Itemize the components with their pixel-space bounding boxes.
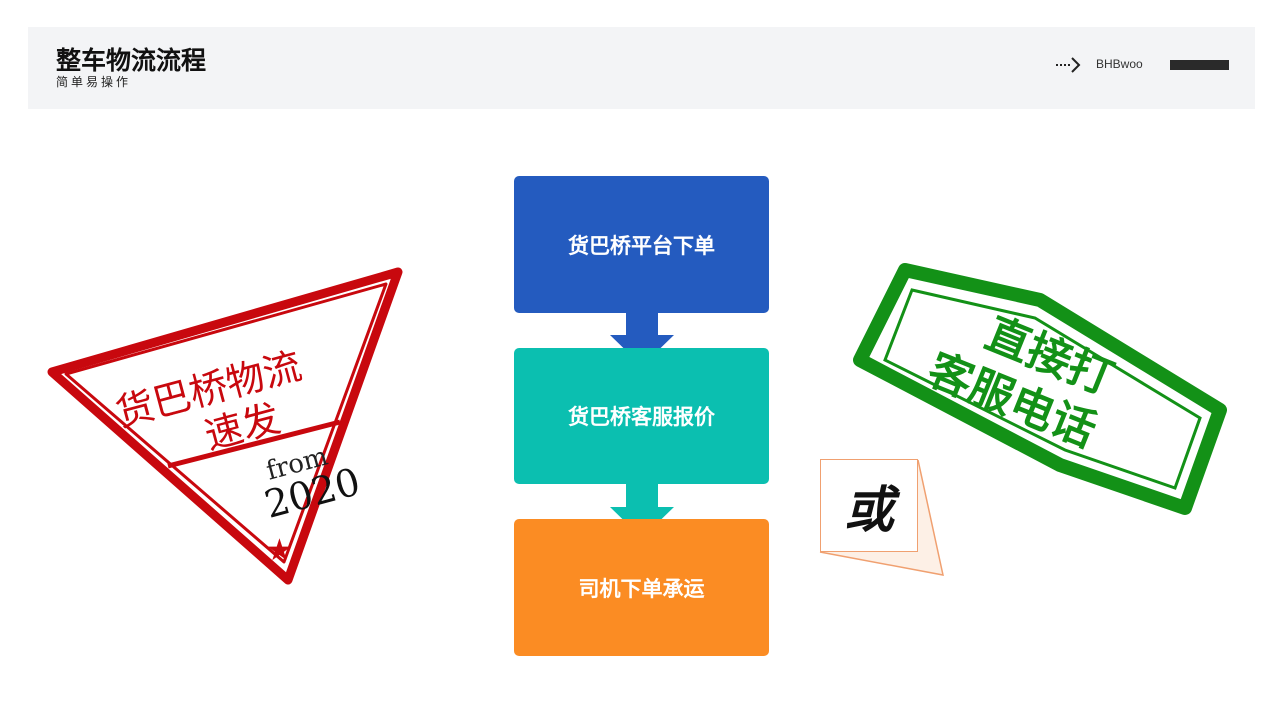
decorative-bar: [1170, 60, 1229, 70]
green-stamp: 直接打 客服电话: [853, 263, 1227, 515]
down-arrow-icon: [610, 311, 674, 366]
down-arrow-icon: [610, 483, 674, 538]
brand-label: BHBwoo: [1096, 57, 1143, 71]
page-subtitle: 简单易操作: [56, 75, 132, 89]
flow-step-1: 货巴桥平台下单: [514, 176, 769, 313]
arrow-right-icon: [1056, 57, 1081, 73]
header: 整车物流流程 简单易操作 BHBwoo: [28, 27, 1255, 109]
red-stamp: 货巴桥物流 速发 from 2020 ★: [47, 267, 403, 585]
star-icon: ★: [266, 533, 293, 568]
flow-step-2: 货巴桥客服报价: [514, 348, 769, 484]
or-label: 或: [820, 459, 918, 552]
flow-step-3: 司机下单承运: [514, 519, 769, 656]
page-title: 整车物流流程: [56, 46, 207, 75]
